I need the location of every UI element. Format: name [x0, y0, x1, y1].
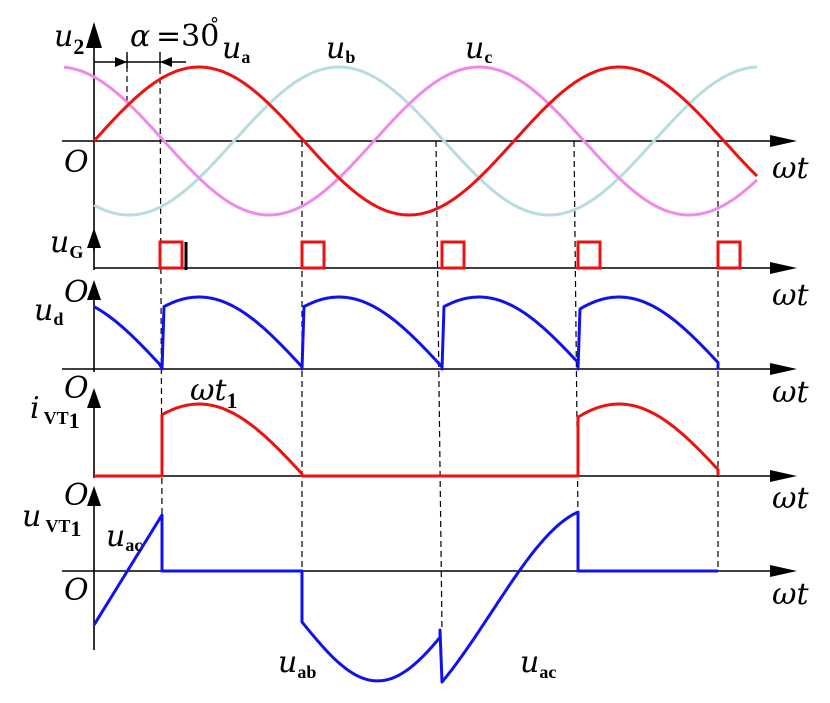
origin-ivt: O [64, 478, 89, 513]
origin-ud: O [64, 371, 89, 406]
ua-curve [92, 65, 759, 217]
u2-label: u2 [54, 19, 84, 59]
uvt1-curve [92, 510, 718, 684]
alpha-arrowhead-left [115, 57, 127, 67]
gate-pulse-5 [716, 240, 742, 270]
ub-label: ub [326, 31, 355, 67]
ud-curve [93, 295, 720, 371]
alpha-label: α [130, 19, 150, 54]
ud-label: ud [34, 293, 63, 329]
ua-label: ua [222, 31, 250, 67]
gate-pulse-4 [576, 240, 602, 270]
uab-label: uab [278, 645, 316, 682]
curves-group [63, 65, 759, 684]
uac-label-left: uac [106, 519, 142, 555]
uvt-y-arrow [87, 486, 101, 506]
uvt-x-arrow [770, 565, 797, 577]
omega-t-ud: ωt [772, 375, 809, 410]
omega-t-uvt: ωt [772, 577, 809, 612]
omega-t-u2: ωt [772, 151, 809, 186]
labels: u2 α =30 ° ua ub uc O O O O O ωt ωt ωt ω… [22, 14, 809, 682]
guide-4 [435, 140, 443, 631]
ivt-x-arrow [770, 470, 797, 482]
uc-curve [63, 65, 759, 217]
omega-t-ug: ωt [772, 278, 809, 313]
omega-t-ivt: ωt [772, 481, 809, 516]
gate-pulse-3 [440, 240, 466, 270]
axes-group [62, 22, 797, 650]
gate-pulse-2 [300, 240, 326, 270]
ud-x-arrow [770, 363, 797, 375]
u2-y-arrow [86, 22, 102, 48]
origin-uvt: O [64, 573, 89, 608]
degree-label: ° [210, 14, 219, 35]
dashed-guides [126, 56, 719, 631]
alpha-arrowhead-right [160, 57, 172, 67]
origin-u2: O [64, 145, 89, 180]
ivt1-curve [94, 402, 720, 478]
ug-x-arrow [770, 262, 797, 274]
uc-label: uc [465, 31, 492, 67]
alpha-value-label: =30 [156, 19, 219, 54]
ivt-y-arrow [87, 388, 101, 408]
alpha-annotation [94, 52, 186, 68]
ug-label: uG [50, 225, 83, 262]
u2-x-arrow [770, 135, 797, 147]
origin-ug: O [64, 275, 89, 310]
uac-label-right: uac [520, 645, 556, 682]
omega-t1-label: ωt1 [190, 373, 238, 413]
ug-y-arrow [87, 228, 101, 248]
ub-curve [93, 65, 758, 217]
ud-y-arrow [87, 280, 101, 300]
gate-pulse-1 [158, 240, 184, 270]
